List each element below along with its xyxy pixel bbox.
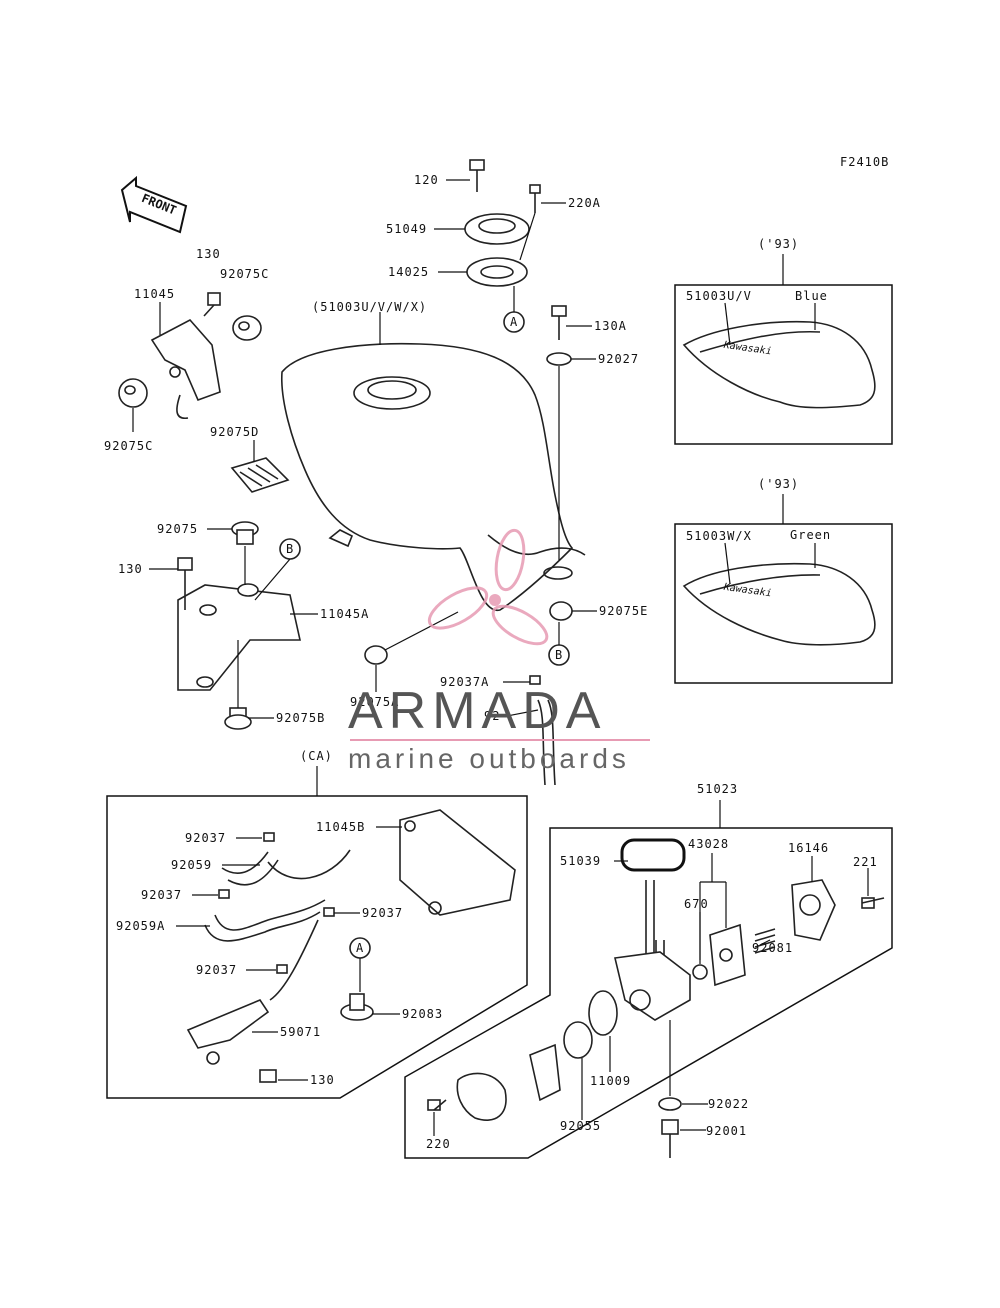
tap-label-6: 11009 xyxy=(590,1074,631,1088)
tap-label-0: 51039 xyxy=(560,854,601,868)
tap-title: 51023 xyxy=(697,782,738,796)
tap-label-10: 220 xyxy=(426,1137,451,1151)
callout-92037A: 92037A xyxy=(440,675,489,689)
svg-text:A: A xyxy=(356,941,364,955)
cap-bolt-icon xyxy=(469,159,485,192)
collar-92075B-icon xyxy=(224,707,252,730)
ca-box: (CA) A xyxy=(106,749,528,1099)
watermark: ARMADA marine outboards xyxy=(348,528,650,774)
marker-B-right: B xyxy=(548,644,570,666)
marker-A-top: A xyxy=(503,311,525,333)
fuel-tank xyxy=(280,342,586,611)
inset-93-blue: ('93) 51003U/V Blue Kawasaki xyxy=(674,237,893,445)
bolt-130-icon xyxy=(203,292,221,317)
bracket-11045-icon xyxy=(150,318,221,420)
ca-label-7: 92083 xyxy=(402,1007,443,1021)
inset-93b-part: 51003W/X xyxy=(686,529,752,543)
callout-51049: 51049 xyxy=(386,222,427,236)
tap-label-1: 43028 xyxy=(688,837,729,851)
bracket-11045A-icon xyxy=(177,583,301,691)
callout-92075C-top: 92075C xyxy=(220,267,269,281)
ca-label-2: 92037 xyxy=(141,888,182,902)
watermark-brand: ARMADA xyxy=(348,682,606,740)
rubber-92075C-bottom-icon xyxy=(118,378,148,408)
callout-92027: 92027 xyxy=(598,352,639,366)
tap-label-9: 92001 xyxy=(706,1124,747,1138)
ca-label-0: 92037 xyxy=(185,831,226,845)
callout-92075E: 92075E xyxy=(599,604,648,618)
rubber-92075E-icon xyxy=(549,601,573,621)
callout-92075: 92075 xyxy=(157,522,198,536)
tap-label-7: 92055 xyxy=(560,1119,601,1133)
callout-92: 92 xyxy=(484,709,500,723)
tap-label-5: 92081 xyxy=(752,941,793,955)
rubber-92075C-top-icon xyxy=(232,315,262,341)
ca-label-6: 92037 xyxy=(362,906,403,920)
inset-93a-color: Blue xyxy=(795,289,828,303)
ca-label-5: 11045B xyxy=(316,820,365,834)
grommet-92075A-icon xyxy=(364,645,388,665)
tap-label-8: 92022 xyxy=(708,1097,749,1111)
inset-93b-color: Green xyxy=(790,528,831,542)
callout-130-mid: 130 xyxy=(118,562,143,576)
ca-label-1: 92059 xyxy=(171,858,212,872)
bolt-130A-icon xyxy=(551,305,567,340)
tap-label-3: 221 xyxy=(853,855,878,869)
callout-92075B: 92075B xyxy=(276,711,325,725)
watermark-tagline: marine outboards xyxy=(348,743,630,774)
ca-label-3: 92059A xyxy=(116,919,165,933)
svg-text:B: B xyxy=(286,542,293,556)
ca-label-9: 130 xyxy=(310,1073,335,1087)
callout-51003-main: (51003U/V/W/X) xyxy=(312,300,427,314)
ca-label-4: 92037 xyxy=(196,963,237,977)
collar-92075-icon xyxy=(231,521,259,545)
callout-92075D: 92075D xyxy=(210,425,259,439)
propeller-logo-icon xyxy=(427,528,549,646)
drain-hose-icon xyxy=(529,675,556,786)
marker-B-left: B xyxy=(279,538,301,560)
callout-92075A: 92075A xyxy=(350,695,399,709)
callout-130A: 130A xyxy=(594,319,627,333)
callout-130-top: 130 xyxy=(196,247,221,261)
filler-cap-icon xyxy=(464,213,530,245)
callout-120: 120 xyxy=(414,173,439,187)
ca-label-8: 59071 xyxy=(280,1025,321,1039)
damper-92027-icon xyxy=(546,352,572,366)
inset-93a-part: 51003U/V xyxy=(686,289,752,303)
callout-220A: 220A xyxy=(568,196,601,210)
ca-title: (CA) xyxy=(300,749,333,763)
screw-220A-icon xyxy=(529,184,541,213)
inset-93-green: ('93) 51003W/X Green Kawasaki xyxy=(674,477,893,684)
callout-11045: 11045 xyxy=(134,287,175,301)
inset-93a-year: ('93) xyxy=(758,237,799,251)
callout-11045A: 11045A xyxy=(320,607,369,621)
tap-label-4: 670 xyxy=(684,897,709,911)
figure-code: F2410B xyxy=(840,155,889,169)
inset-93b-year: ('93) xyxy=(758,477,799,491)
bolt-130b-icon xyxy=(177,557,193,610)
svg-text:B: B xyxy=(555,648,562,662)
front-arrow-icon: FRONT xyxy=(120,175,188,234)
callout-14025: 14025 xyxy=(388,265,429,279)
tap-label-2: 16146 xyxy=(788,841,829,855)
cap-gasket-icon xyxy=(466,257,528,287)
fuel-tap-box: 51023 xyxy=(404,782,893,1159)
callout-92075C-bottom: 92075C xyxy=(104,439,153,453)
pad-92075D-icon xyxy=(230,457,290,493)
svg-text:A: A xyxy=(510,315,518,329)
